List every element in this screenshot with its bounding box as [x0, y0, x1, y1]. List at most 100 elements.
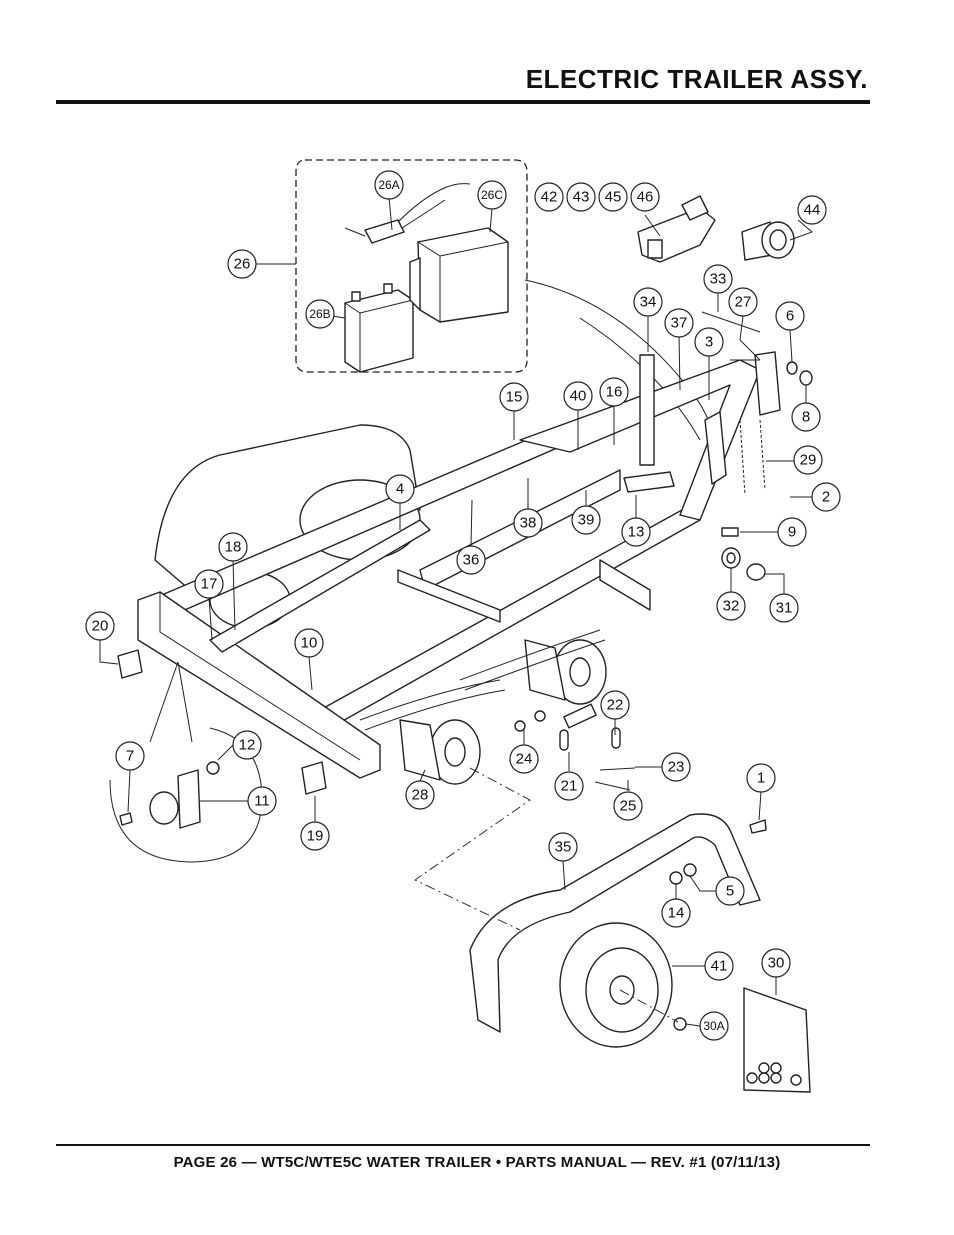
- svg-text:30A: 30A: [703, 1019, 724, 1033]
- svg-text:26B: 26B: [309, 307, 330, 321]
- svg-text:43: 43: [573, 189, 590, 206]
- leader-lines: [99, 196, 813, 1027]
- callout-31: 31: [769, 593, 799, 623]
- callout-18: 18: [218, 532, 248, 562]
- callout-26B: 26B: [305, 299, 335, 329]
- callout-20: 20: [85, 611, 115, 641]
- svg-text:11: 11: [254, 793, 270, 810]
- callout-35: 35: [548, 832, 578, 862]
- callout-16: 16: [599, 377, 629, 407]
- svg-text:23: 23: [668, 759, 685, 776]
- svg-text:39: 39: [578, 512, 595, 529]
- svg-text:15: 15: [506, 389, 523, 406]
- callout-8: 8: [791, 402, 821, 432]
- svg-text:33: 33: [710, 271, 727, 288]
- battery-box-26C: [409, 227, 509, 323]
- svg-text:16: 16: [606, 384, 623, 401]
- callout-27: 27: [728, 287, 758, 317]
- callout-4: 4: [385, 474, 415, 504]
- svg-text:19: 19: [307, 828, 324, 845]
- callout-41: 41: [704, 951, 734, 981]
- svg-text:41: 41: [711, 958, 728, 975]
- callout-30: 30: [761, 948, 791, 978]
- callout-26A: 26A: [374, 170, 404, 200]
- svg-text:4: 4: [396, 481, 404, 498]
- svg-text:27: 27: [735, 294, 752, 311]
- callout-13: 13: [621, 517, 651, 547]
- taillight-19: [301, 761, 327, 795]
- svg-text:12: 12: [239, 737, 256, 754]
- svg-text:44: 44: [804, 202, 821, 219]
- svg-text:26: 26: [234, 256, 251, 273]
- svg-text:26C: 26C: [481, 188, 503, 202]
- callout-44: 44: [797, 195, 827, 225]
- callout-21: 21: [554, 771, 584, 801]
- callout-30A: 30A: [699, 1011, 729, 1041]
- svg-text:7: 7: [126, 748, 134, 765]
- svg-text:5: 5: [726, 883, 734, 900]
- svg-text:29: 29: [800, 452, 817, 469]
- callout-3: 3: [694, 327, 724, 357]
- svg-text:37: 37: [671, 315, 688, 332]
- hub-drum-28: [399, 719, 481, 785]
- callout-5: 5: [715, 876, 745, 906]
- callout-33: 33: [703, 264, 733, 294]
- svg-text:28: 28: [412, 787, 429, 804]
- svg-text:34: 34: [640, 294, 657, 311]
- callout-1: 1: [746, 763, 776, 793]
- lug-nut-bag-30: [743, 987, 811, 1093]
- svg-text:24: 24: [516, 751, 533, 768]
- callout-22: 22: [600, 690, 630, 720]
- callout-24: 24: [509, 744, 539, 774]
- callout-32: 32: [716, 591, 746, 621]
- trailer-frame: [137, 339, 781, 785]
- taillight-20: [117, 649, 143, 679]
- callout-9: 9: [777, 517, 807, 547]
- callout-23: 23: [661, 752, 691, 782]
- svg-text:45: 45: [605, 189, 622, 206]
- callout-34: 34: [633, 287, 663, 317]
- callout-29: 29: [793, 445, 823, 475]
- hub-drum-rear: [524, 639, 607, 705]
- callout-45: 45: [598, 182, 628, 212]
- callout-19: 19: [300, 821, 330, 851]
- callout-6: 6: [775, 301, 805, 331]
- callout-25: 25: [613, 791, 643, 821]
- callout-12: 12: [232, 730, 262, 760]
- svg-text:9: 9: [788, 524, 796, 541]
- svg-text:30: 30: [768, 955, 785, 972]
- header-rule: [56, 100, 870, 104]
- page-title: ELECTRIC TRAILER ASSY.: [525, 64, 868, 94]
- svg-text:38: 38: [520, 515, 537, 532]
- callout-28: 28: [405, 780, 435, 810]
- svg-text:20: 20: [92, 618, 109, 635]
- callout-2: 2: [811, 482, 841, 512]
- svg-text:8: 8: [802, 409, 810, 426]
- svg-text:21: 21: [561, 778, 578, 795]
- svg-text:22: 22: [607, 697, 624, 714]
- svg-text:35: 35: [555, 839, 572, 856]
- svg-text:31: 31: [776, 600, 793, 617]
- svg-text:14: 14: [668, 905, 685, 922]
- svg-text:40: 40: [570, 388, 587, 405]
- breakaway-switch-26A: [344, 183, 471, 244]
- callout-36: 36: [456, 545, 486, 575]
- svg-text:17: 17: [201, 576, 218, 593]
- callout-26C: 26C: [477, 180, 507, 210]
- callout-38: 38: [513, 508, 543, 538]
- svg-text:2: 2: [822, 489, 830, 506]
- footer-rule: [56, 1144, 870, 1146]
- svg-text:10: 10: [301, 635, 318, 652]
- callout-15: 15: [499, 382, 529, 412]
- lunette-ring-44: [741, 221, 795, 261]
- battery-kit-group: [295, 159, 528, 373]
- svg-text:46: 46: [637, 189, 654, 206]
- svg-text:13: 13: [628, 524, 645, 541]
- svg-text:32: 32: [723, 598, 740, 615]
- svg-text:42: 42: [541, 189, 558, 206]
- fender-35: [469, 813, 761, 1033]
- callout-37: 37: [664, 308, 694, 338]
- wheel-41: [559, 922, 673, 1048]
- callout-43: 43: [566, 182, 596, 212]
